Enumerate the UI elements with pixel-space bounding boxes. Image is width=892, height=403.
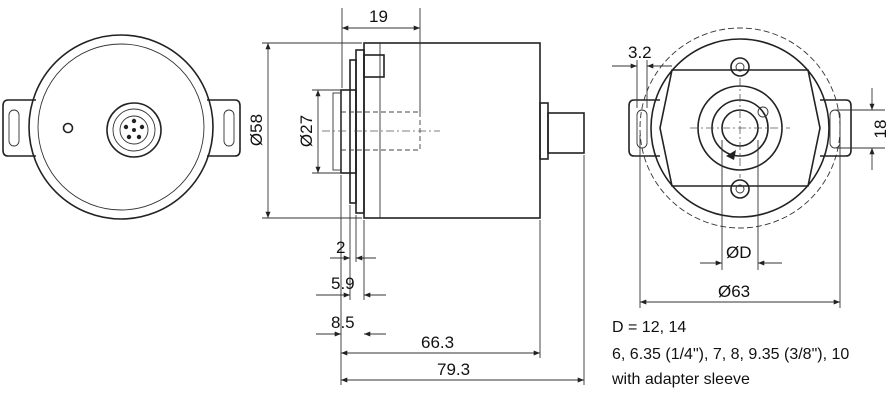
note-line-2: 6, 6.35 (1/4"), 7, 8, 9.35 (3/8"), 10 xyxy=(612,346,850,363)
flange xyxy=(355,49,365,214)
hollow-shaft xyxy=(340,89,357,174)
led-indicator xyxy=(62,122,74,134)
housing-outline-front xyxy=(650,38,830,218)
mounting-ear-left xyxy=(2,99,36,157)
dim-79-3-label: 79.3 xyxy=(437,360,470,379)
rear-view xyxy=(2,34,241,220)
dim-5-9-label: 5.9 xyxy=(331,274,355,293)
slot-right xyxy=(820,99,852,157)
dim-3-2-label: 3.2 xyxy=(628,43,652,62)
housing-outline xyxy=(28,34,214,220)
note-line-3: with adapter sleeve xyxy=(612,371,750,388)
side-view xyxy=(322,42,585,219)
dim-63-label: Ø63 xyxy=(718,282,750,301)
housing-body xyxy=(363,42,541,219)
housing-inner-ring xyxy=(37,43,205,211)
dim-19-label: 19 xyxy=(369,7,388,26)
screw-hole-bottom xyxy=(730,179,750,199)
stator-plate xyxy=(659,69,821,187)
front-view xyxy=(628,27,852,229)
dim-27-label: Ø27 xyxy=(297,115,316,147)
m12-connector xyxy=(106,102,162,158)
dimension-lines xyxy=(262,8,885,385)
dim-18-label: 18 xyxy=(871,120,890,139)
dim-8-5-label: 8.5 xyxy=(331,313,355,332)
screw-hole-top xyxy=(730,57,750,77)
dim-58-label: Ø58 xyxy=(247,114,266,146)
slot-left xyxy=(628,99,660,157)
dim-66-3-label: 66.3 xyxy=(421,333,454,352)
note-line-1: D = 12, 14 xyxy=(612,319,687,336)
dim-d-label: ØD xyxy=(726,243,752,262)
dim-2-label: 2 xyxy=(336,238,345,257)
mounting-ear-right xyxy=(207,99,241,157)
connector-stub xyxy=(547,112,585,154)
